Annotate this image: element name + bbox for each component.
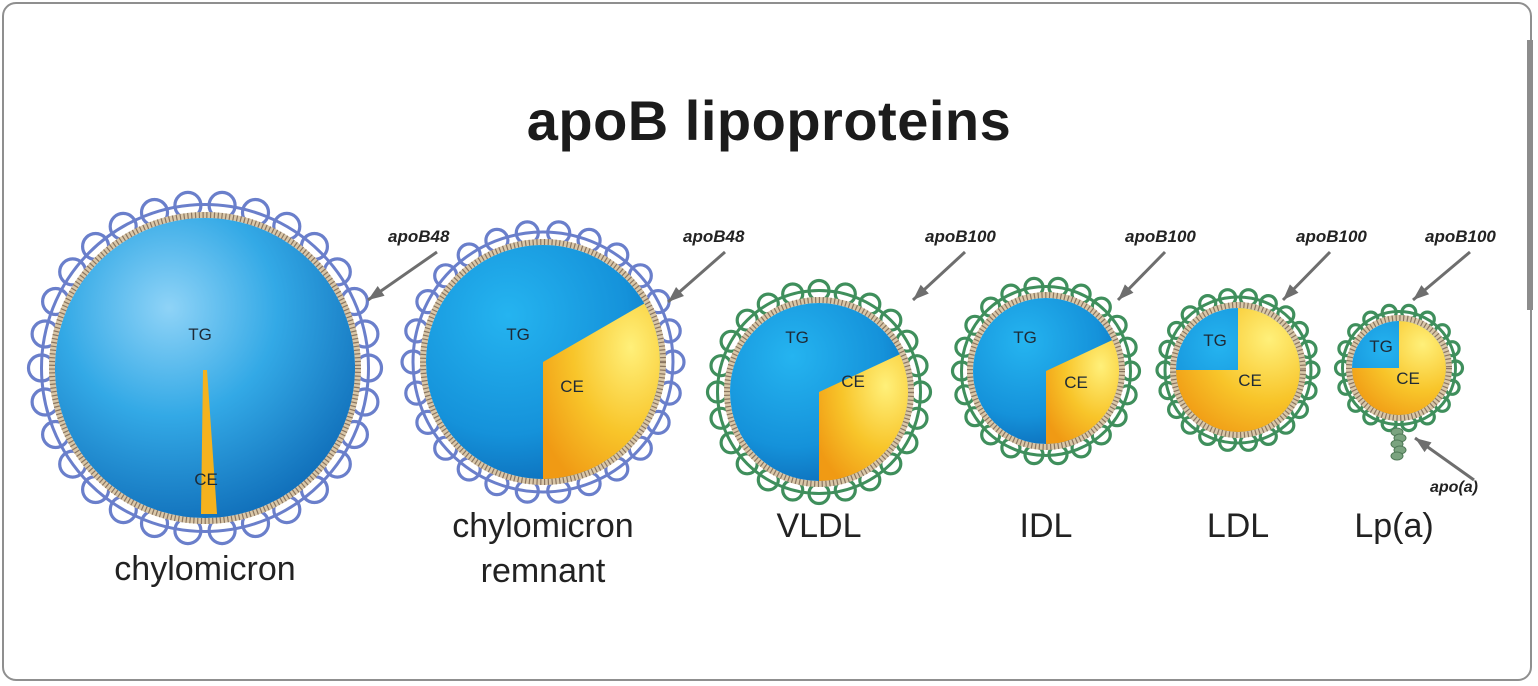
chylomicron-ring-base [40, 203, 370, 533]
vldl-apo-arrow-head [913, 284, 929, 300]
lpa-membrane-heads [1346, 315, 1452, 421]
chylomicron-remnant-apo-label: apoB48 [683, 227, 745, 246]
ldl-ring-base [1163, 295, 1313, 445]
ldl-ce-core [1176, 308, 1300, 432]
vldl-ce-core [819, 354, 909, 482]
lpa-apoa-label: apo(a) [1430, 479, 1478, 496]
ldl-tg-label: TG [1203, 331, 1227, 350]
lpa-tg-label: TG [1369, 337, 1393, 356]
ldl-apo-arrow-head [1283, 284, 1299, 300]
idl-apo-arrow-head [1118, 284, 1134, 300]
labels-layer: apoB48 chylomicron apoB48 chylomicron remnan… [114, 227, 1496, 590]
idl-name-line: IDL [1020, 507, 1073, 545]
particle-chylomicron: TG CE [26, 190, 384, 546]
vldl-apo-label: apoB100 [925, 227, 996, 246]
particle-vldl: TG CE [705, 278, 933, 506]
chylomicron-remnant-tg-label: TG [506, 325, 530, 344]
lpa-name-line: Lp(a) [1354, 507, 1433, 545]
vldl-membrane-heads [724, 297, 914, 487]
idl-membrane-heads [967, 292, 1125, 450]
idl-ce-core [1046, 340, 1120, 444]
vldl-ring-base [716, 289, 922, 495]
chylomicron-remnant-ce-label: CE [560, 377, 584, 396]
particle-chylomicron-remnant: TG CE [400, 220, 686, 504]
chylomicron-tg-label: TG [188, 325, 212, 344]
lpa-apo-label: apoB100 [1425, 227, 1496, 246]
lpa-apo-ring [1333, 303, 1465, 433]
chylomicron-apo-label: apoB48 [388, 227, 450, 246]
lpa-apoa-kringle [1390, 451, 1404, 461]
lpa-apo-arrow-head [1413, 285, 1430, 300]
chylomicron-remnant-membrane-heads [420, 239, 666, 485]
idl-tg-label: TG [1013, 328, 1037, 347]
lpa-apoa-tail [1390, 427, 1407, 461]
chylomicron-ce-label: CE [194, 470, 218, 489]
vldl-name-line: VLDL [776, 507, 861, 545]
idl-ring-base [960, 285, 1132, 457]
chylomicron-membrane-heads [49, 212, 361, 524]
chylomicron-remnant-name-line: remnant [481, 552, 606, 590]
lpa-ce-label: CE [1396, 369, 1420, 388]
lpa-ce-core [1352, 321, 1446, 415]
chylomicron-tg-core [55, 218, 355, 518]
vldl-tg-label: TG [785, 328, 809, 347]
chylomicron-name-line: chylomicron [114, 550, 295, 588]
idl-ce-label: CE [1064, 373, 1088, 392]
vldl-ce-label: CE [841, 372, 865, 391]
idl-apo-label: apoB100 [1125, 227, 1196, 246]
chylomicron-apo-arrow-head [368, 285, 385, 300]
particle-ldl: TG CE [1155, 288, 1321, 452]
particle-idl: TG CE [950, 276, 1142, 466]
lpa-ring-base [1341, 310, 1457, 426]
ldl-apo-label: apoB100 [1296, 227, 1367, 246]
figure-title: apoB lipoproteins [526, 89, 1012, 152]
frame-edge-stripe [1527, 40, 1533, 310]
chylomicron-remnant-ce-core [543, 303, 660, 479]
ldl-ce-label: CE [1238, 371, 1262, 390]
chylomicron-remnant-ring-base [411, 230, 675, 494]
lpa-apoa-arrow-head [1415, 438, 1432, 453]
chylomicron-remnant-name-line: chylomicron [452, 507, 633, 545]
chylomicron-remnant-apo-arrow-head [668, 286, 684, 302]
ldl-name-line: LDL [1207, 507, 1269, 545]
ldl-membrane-heads [1170, 302, 1306, 438]
chylomicron-ce-core [201, 370, 217, 514]
